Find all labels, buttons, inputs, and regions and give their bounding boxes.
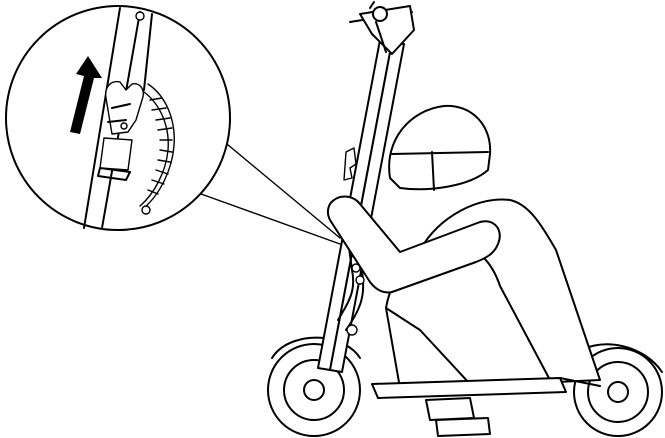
rider-feet: [426, 398, 490, 436]
detail-inset: [6, 6, 230, 230]
front-wheel: [268, 344, 360, 436]
rider-helmet: [389, 106, 490, 190]
